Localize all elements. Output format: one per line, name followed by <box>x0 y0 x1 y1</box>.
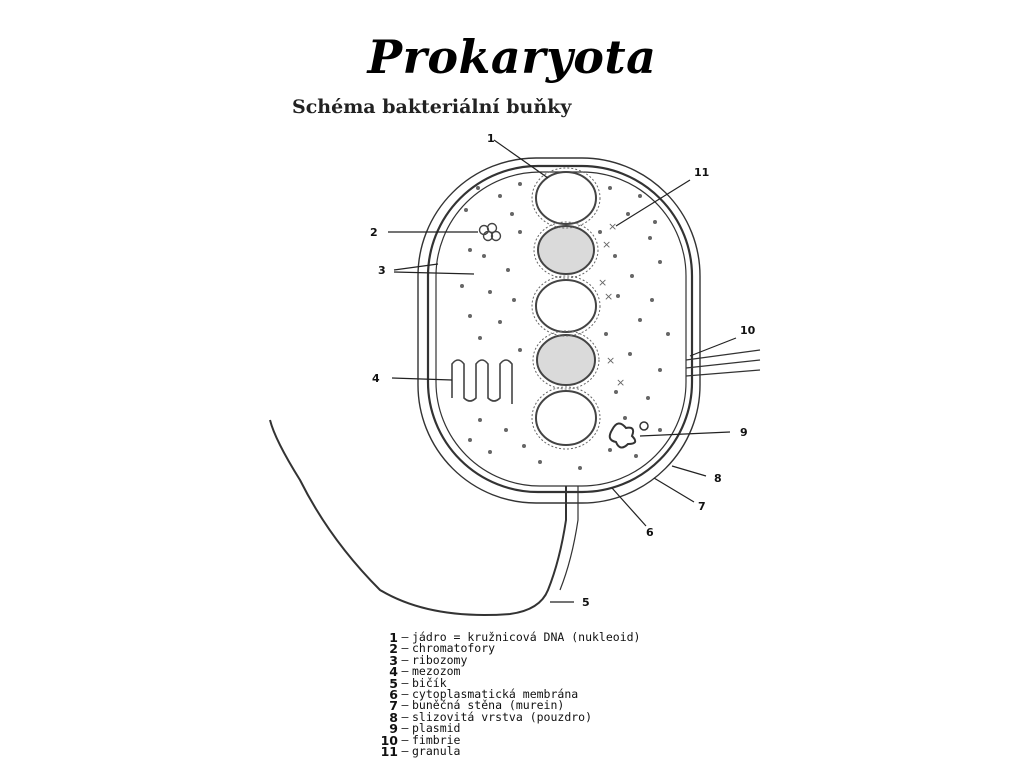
legend-separator: – <box>401 664 409 679</box>
legend-number: 6 <box>389 687 398 703</box>
legend-item: 10–fimbrie <box>376 732 640 748</box>
legend-separator: – <box>401 698 409 713</box>
legend-item: 6–cytoplasmatická membrána <box>376 687 640 703</box>
leader-lines <box>388 139 737 603</box>
legend-number: 4 <box>389 664 398 680</box>
page-title: Prokaryota <box>367 30 657 84</box>
legend-number: 11 <box>380 744 398 760</box>
legend-separator: – <box>401 721 409 736</box>
legend-number: 8 <box>389 709 398 725</box>
label-2: 2 <box>370 226 378 239</box>
legend-separator: – <box>401 652 409 667</box>
legend-item: 5–bičík <box>376 675 640 691</box>
cell-wall-outline <box>426 164 694 494</box>
legend-separator: – <box>401 744 409 759</box>
legend-number: 10 <box>380 732 398 748</box>
legend-text: buněčná stěna (murein) <box>412 698 565 713</box>
granule-marks: ××× ××× <box>598 220 625 389</box>
legend-number: 2 <box>389 641 398 657</box>
label-1: 1 <box>487 132 495 145</box>
legend-number: 9 <box>389 721 398 737</box>
fimbriae <box>685 349 761 377</box>
legend-number: 5 <box>389 675 398 691</box>
legend-text: slizovitá vrstva (pouzdro) <box>412 709 593 724</box>
legend-separator: – <box>401 641 409 656</box>
diagram-subtitle: Schéma bakteriální buňky <box>292 96 572 118</box>
legend-separator: – <box>401 709 409 724</box>
legend-number: 7 <box>389 698 398 714</box>
legend-item: 1–jádro = kružnicová DNA (nukleoid) <box>376 630 641 645</box>
svg-text:×: × <box>598 276 607 289</box>
legend-separator: – <box>401 675 409 690</box>
legend-number: 3 <box>389 652 398 668</box>
plasmid <box>608 422 637 449</box>
label-11: 11 <box>694 166 709 179</box>
legend-item: 7–buněčná stěna (murein) <box>376 698 640 714</box>
legend-item: 3–ribozomy <box>376 652 640 668</box>
legend-list: 1–jádro = kružnicová DNA (nukleoid) 2–ch… <box>376 630 641 760</box>
legend-separator: – <box>401 630 409 644</box>
legend-text: granula <box>412 744 461 759</box>
legend-item: 9–plasmid <box>376 721 640 737</box>
label-10: 10 <box>740 324 756 337</box>
legend-text: mezozom <box>412 664 461 679</box>
label-4: 4 <box>372 372 380 385</box>
mesosome <box>451 359 513 404</box>
label-5: 5 <box>582 596 590 609</box>
label-6: 6 <box>646 526 654 539</box>
svg-text:×: × <box>602 238 611 251</box>
legend-item: 11–granula <box>376 744 640 760</box>
legend-number: 1 <box>389 630 398 645</box>
svg-text:×: × <box>604 290 613 303</box>
chromatophores <box>478 222 502 242</box>
svg-text:×: × <box>608 220 617 233</box>
legend-text: fimbrie <box>412 732 461 747</box>
label-3: 3 <box>378 264 386 277</box>
legend-text: jádro = kružnicová DNA (nukleoid) <box>412 630 641 644</box>
legend-item: 2–chromatofory <box>376 641 640 657</box>
label-8: 8 <box>714 472 722 485</box>
legend-text: plasmid <box>412 721 461 736</box>
legend-text: ribozomy <box>412 652 468 667</box>
legend-separator: – <box>401 732 409 747</box>
label-9: 9 <box>740 426 748 439</box>
legend-item: 4–mezozom <box>376 664 640 680</box>
legend-text: bičík <box>412 675 447 690</box>
svg-text:×: × <box>616 376 625 389</box>
legend-separator: – <box>401 687 409 702</box>
legend-text: cytoplasmatická membrána <box>412 687 579 702</box>
label-7: 7 <box>698 500 706 513</box>
nucleoid-dna <box>535 171 597 446</box>
ribosome-dots <box>460 182 670 470</box>
flagellum <box>269 419 567 616</box>
svg-text:×: × <box>606 354 615 367</box>
legend-item: 8–slizovitá vrstva (pouzdro) <box>376 709 640 725</box>
capsule-outline <box>417 157 701 504</box>
legend-text: chromatofory <box>412 641 496 656</box>
